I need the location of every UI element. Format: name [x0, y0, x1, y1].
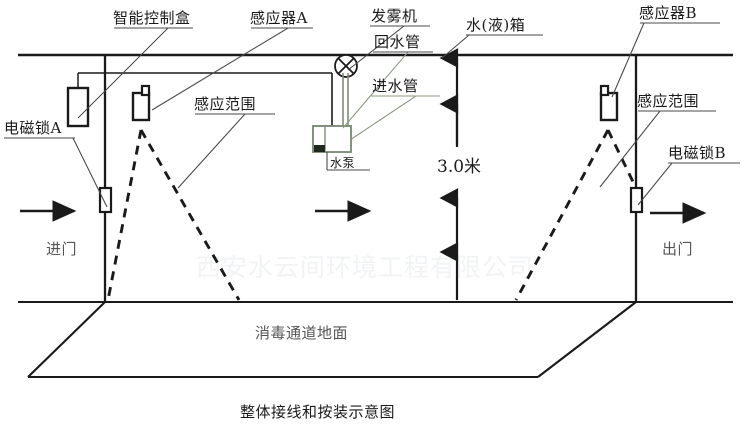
leader-lock-b — [637, 162, 718, 206]
sensor-b-range-right-leg — [606, 129, 639, 191]
lock-a-shape — [98, 186, 113, 214]
floor-left-slant — [27, 301, 106, 378]
label-water-tank: 水(液)箱 — [466, 16, 526, 34]
label-inlet-pipe: 进水管 — [372, 77, 419, 95]
water-pump-block — [314, 145, 325, 152]
label-floor: 消毒通道地面 — [255, 324, 349, 342]
label-lock-a: 电磁锁A — [4, 119, 62, 137]
label-enter-door: 进门 — [46, 240, 78, 258]
label-height-dimension: 3.0米 — [437, 157, 482, 177]
label-water-pump: 水泵 — [330, 156, 356, 170]
label-return-pipe: 回水管 — [374, 33, 421, 51]
label-exit-door: 出门 — [662, 240, 694, 258]
label-sensor-a: 感应器A — [250, 9, 308, 27]
fogger-x-2 — [337, 57, 355, 75]
sensor-b-range-left-leg — [514, 129, 610, 301]
lock-b-shape — [629, 186, 644, 214]
diagram-title: 整体接线和按装示意图 — [240, 403, 396, 421]
leader-inlet-pipe — [349, 95, 440, 141]
label-lock-b: 电磁锁B — [668, 144, 727, 162]
watermark-text: 西安水云间环境工程有限公司 — [196, 253, 535, 282]
sensor-a-range-right-leg — [139, 129, 241, 301]
label-control-box: 智能控制盒 — [113, 9, 191, 27]
label-sensor-b: 感应器B — [639, 4, 698, 22]
sensor-a-body — [131, 91, 151, 122]
leader-lock-a — [40, 137, 108, 208]
label-sensing-range-right: 感应范围 — [637, 92, 700, 110]
label-fogger: 发雾机 — [371, 7, 418, 25]
leader-sensing-range-left — [177, 113, 275, 189]
sensor-b-tab — [599, 84, 610, 97]
control-box-shape — [66, 86, 90, 128]
sensor-a-range-left-leg — [106, 129, 143, 301]
sensor-a-tab — [140, 84, 151, 97]
label-sensing-range-left: 感应范围 — [194, 95, 257, 113]
floor-right-slant — [537, 301, 637, 378]
sensor-b-body — [599, 91, 619, 122]
leader-sensor-b — [611, 22, 720, 98]
